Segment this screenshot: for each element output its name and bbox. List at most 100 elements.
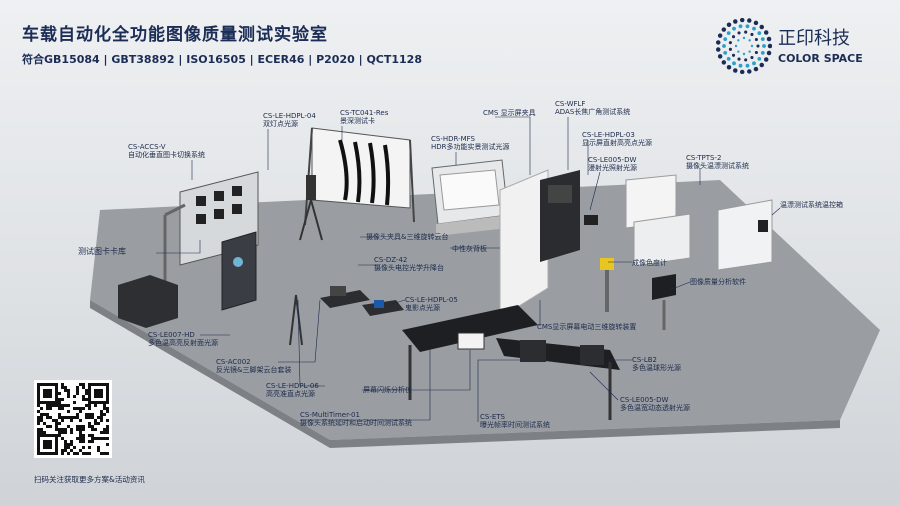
- chart-library-box: [118, 275, 178, 328]
- logo-dot: [766, 36, 772, 42]
- qr-module: [49, 404, 52, 407]
- qr-module: [88, 398, 91, 401]
- qr-module: [91, 437, 94, 440]
- qr-module: [64, 428, 67, 431]
- qr-module: [52, 404, 55, 407]
- qr-module: [55, 425, 58, 428]
- qr-module: [94, 404, 97, 407]
- qr-module: [52, 452, 55, 455]
- logo-dot: [732, 26, 736, 31]
- qr-module: [61, 428, 64, 431]
- qr-module: [46, 413, 49, 416]
- qr-module: [100, 431, 103, 434]
- logo-dot: [737, 57, 741, 61]
- qr-module: [40, 416, 43, 419]
- logo-dot: [748, 39, 751, 42]
- qr-module: [49, 392, 52, 395]
- qr-module: [91, 428, 94, 431]
- qr-module: [49, 407, 52, 410]
- qr-module: [100, 392, 103, 395]
- qr-module: [100, 401, 103, 404]
- qr-module: [76, 386, 79, 389]
- logo-dot: [760, 50, 765, 55]
- qr-module: [100, 395, 103, 398]
- qr-module: [106, 392, 109, 395]
- qr-module: [55, 383, 58, 386]
- qr-module: [67, 410, 70, 413]
- qr-module: [97, 416, 100, 419]
- color-space-logo-icon: [715, 17, 773, 75]
- brand-name-en: COLOR SPACE: [778, 52, 863, 65]
- qr-module: [100, 419, 103, 422]
- qr-module: [55, 386, 58, 389]
- logo-dot: [728, 41, 732, 45]
- logo-dot: [731, 35, 736, 39]
- qr-module: [58, 398, 61, 401]
- label-flicker-analyzer: 屏幕闪烁分析仪: [363, 386, 412, 394]
- qr-module: [82, 398, 85, 401]
- leader-lines: [156, 116, 781, 422]
- qr-module: [40, 407, 43, 410]
- qr-module: [46, 416, 49, 419]
- logo-dot: [742, 52, 746, 56]
- qr-module: [97, 395, 100, 398]
- reflective-light-panel: [221, 231, 257, 311]
- qr-module: [46, 443, 49, 446]
- qr-module: [37, 437, 40, 440]
- qr-module: [91, 434, 94, 437]
- qr-module: [88, 434, 91, 437]
- logo-dot: [737, 39, 740, 42]
- logo-dot: [738, 63, 743, 68]
- qr-code[interactable]: [34, 380, 112, 458]
- qr-module: [52, 419, 55, 422]
- qr-module: [103, 437, 106, 440]
- qr-module: [82, 437, 85, 440]
- hdr-light-box: [431, 159, 509, 236]
- page-title: 车载自动化全功能图像质量测试实验室: [22, 25, 328, 45]
- qr-module: [43, 383, 46, 386]
- qr-module: [97, 449, 100, 452]
- logo-dot: [753, 66, 759, 72]
- label-colorimeter: 成像色度计: [632, 259, 667, 267]
- qr-module: [37, 428, 40, 431]
- qr-module: [61, 398, 64, 401]
- qr-module: [55, 443, 58, 446]
- qr-module: [79, 383, 82, 386]
- qr-module: [67, 404, 70, 407]
- qr-module: [100, 416, 103, 419]
- logo-dot: [732, 61, 736, 66]
- qr-module: [52, 401, 55, 404]
- qr-module: [100, 413, 103, 416]
- qr-module: [73, 395, 76, 398]
- qr-module: [37, 434, 40, 437]
- qr-module: [43, 443, 46, 446]
- qr-module: [61, 431, 64, 434]
- qr-module: [103, 431, 106, 434]
- logo-dot: [739, 69, 745, 75]
- logo-dot: [759, 62, 764, 68]
- qr-module: [82, 386, 85, 389]
- floor-edge: [90, 300, 840, 448]
- qr-module: [79, 407, 82, 410]
- qr-module: [46, 407, 49, 410]
- logo-dot: [742, 36, 746, 40]
- qr-module: [52, 383, 55, 386]
- qr-module: [43, 422, 46, 425]
- qr-module: [64, 389, 67, 392]
- qr-module: [106, 425, 109, 428]
- qr-module: [79, 434, 82, 437]
- qr-module: [97, 392, 100, 395]
- qr-module: [37, 395, 40, 398]
- qr-module: [100, 452, 103, 455]
- logo-dot: [726, 64, 732, 70]
- qr-module: [55, 434, 58, 437]
- qr-module: [64, 404, 67, 407]
- logo-dot: [752, 61, 756, 66]
- qr-module: [103, 407, 106, 410]
- qr-module: [79, 437, 82, 440]
